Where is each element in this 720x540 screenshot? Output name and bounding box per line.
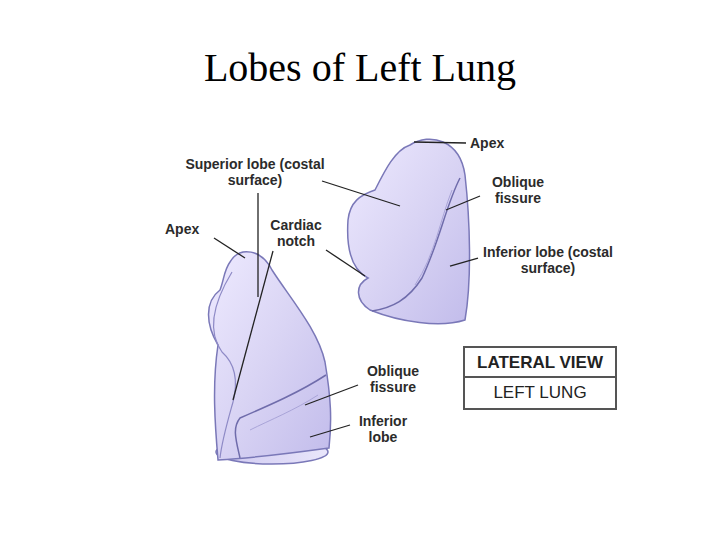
leader-line — [450, 258, 478, 266]
diagram-title: Lobes of Left Lung — [0, 44, 720, 91]
part-label: Apex — [165, 221, 215, 237]
lateral-oblique-fissure — [372, 178, 460, 311]
view-label-text: LEFT LUNG — [465, 378, 615, 408]
part-label: Inferior lobe (costal surface) — [478, 244, 618, 276]
part-label: Oblique fissure — [478, 174, 558, 206]
leader-line — [326, 250, 365, 276]
lateral-fissure-edge — [415, 190, 452, 285]
leader-line — [414, 142, 466, 143]
part-label: Inferior lobe — [347, 413, 419, 445]
leader-line — [322, 181, 400, 206]
front-lung-outline — [209, 252, 331, 460]
part-label: Cardiac notch — [261, 217, 331, 249]
lateral-lung-outline — [348, 139, 470, 324]
front-lung-medial-border — [214, 272, 236, 458]
view-label-text: LATERAL VIEW — [465, 348, 615, 378]
view-label-box: LATERAL VIEWLEFT LUNG — [463, 346, 617, 410]
leader-line — [214, 238, 245, 258]
part-label: Oblique fissure — [357, 363, 429, 395]
part-label: Superior lobe (costal surface) — [180, 156, 330, 188]
front-oblique-fissure — [235, 375, 326, 458]
leader-line — [233, 251, 273, 400]
leader-line — [446, 196, 480, 210]
front-lobe-shadow — [250, 395, 318, 430]
leader-line — [305, 385, 358, 405]
leader-line — [257, 193, 258, 297]
part-label: Apex — [470, 135, 540, 151]
leader-line — [310, 425, 350, 437]
